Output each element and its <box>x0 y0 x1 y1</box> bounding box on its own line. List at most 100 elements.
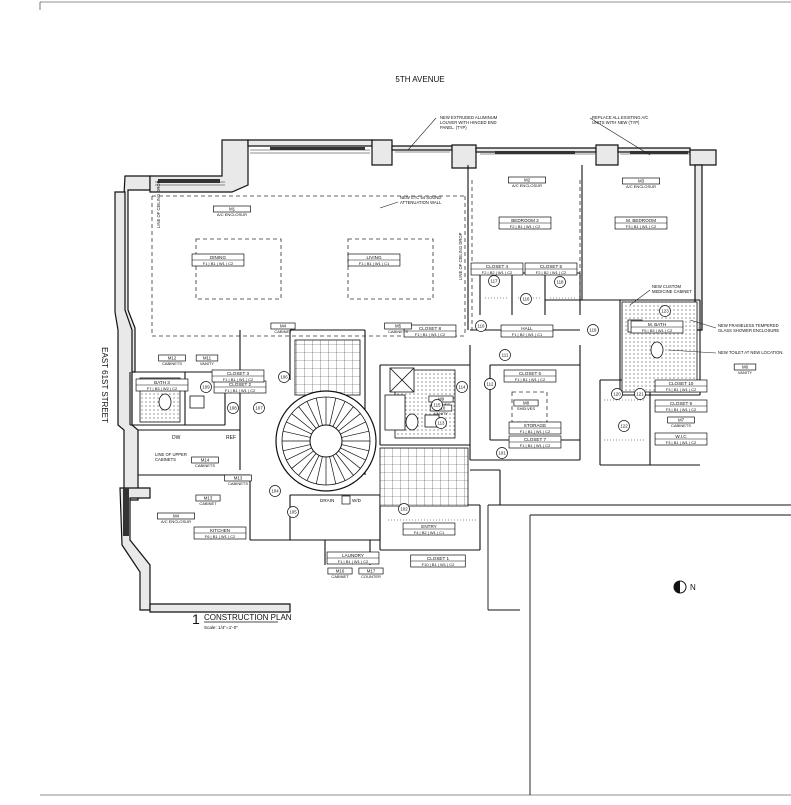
room-tag-wic: W.I.CF3 | B1 | W1 | C2 <box>654 432 708 446</box>
millwork-id-m14: M14 <box>201 458 210 463</box>
note-louver-2: LOUVER WITH HINGED END <box>440 120 497 125</box>
room-finish-mbedroom: F3 | B1 | W1 | C2 <box>626 224 657 229</box>
svg-text:118: 118 <box>557 280 565 285</box>
door-tag-119: 119 <box>587 324 599 336</box>
room-finish-closet8: F1 | B1 | W1 | C2 <box>415 332 446 337</box>
room-finish-storage: F1 | B1 | W1 | C2 <box>520 429 551 434</box>
room-name-mbath: M. BATH <box>648 322 666 327</box>
millwork-desc-m4top: CABINET <box>274 329 292 334</box>
room-finish-closet5: F2 | B2 | W1 | C2 <box>536 270 567 275</box>
millwork-desc-m3: A/C ENCLOSUR <box>626 184 656 189</box>
room-finish-hall: F1 | B2 | W1 | C1 <box>512 332 543 337</box>
millwork-desc-m13b: CABINET <box>199 501 217 506</box>
room-name-closet2: CLOSET 2 <box>229 382 252 387</box>
room-name-hall: HALL <box>521 326 533 331</box>
svg-text:121: 121 <box>636 392 644 397</box>
svg-text:110: 110 <box>478 324 486 329</box>
room-finish-closet6: F1 | B1 | W1 | C2 <box>515 377 546 382</box>
door-tag-121: 121 <box>634 388 646 400</box>
room-finish-mbath: F5 | B3 | W1 | C2 <box>642 328 673 333</box>
millwork-id-m5: M5 <box>395 324 402 329</box>
millwork-desc-m10: VANITY <box>434 411 448 416</box>
room-name-closet5: CLOSET 5 <box>540 264 563 269</box>
room-finish-bedroom2: F2 | B1 | W1 | C2 <box>510 224 541 229</box>
room-finish-living: F1 | B1 | W1 | C1 <box>359 261 390 266</box>
north-label: N <box>690 583 696 592</box>
note-ceiling-drop-left: LINE OF CEILING DROP <box>156 180 161 228</box>
svg-text:116: 116 <box>523 297 531 302</box>
room-finish-closet1: F10 | B1 | W1 | C2 <box>422 562 455 567</box>
room-tag-closet5: CLOSET 5F2 | B2 | W1 | C2 <box>524 262 578 276</box>
appliance-drain: DRAIN <box>320 498 334 503</box>
title-number: 1 <box>192 611 200 627</box>
svg-text:111: 111 <box>502 353 509 358</box>
millwork-id-m3: M3 <box>638 179 645 184</box>
svg-text:104: 104 <box>271 489 279 494</box>
room-name-closet9: CLOSET 9 <box>670 401 693 406</box>
svg-text:107: 107 <box>255 406 263 411</box>
door-tag-107: 107 <box>253 402 265 414</box>
note-louver-1: NEW EXTRUDED ALUMINUM <box>440 115 498 120</box>
door-tag-117: 117 <box>488 275 500 287</box>
millwork-id-m2: M2 <box>524 178 531 183</box>
plan-title-block: 1 CONSTRUCTION PLAN Scale: 1/4"=1'-0" <box>192 611 292 630</box>
door-tag-123: 123 <box>659 305 671 317</box>
room-name-closet3: CLOSET 3 <box>227 371 250 376</box>
millwork-id-m7: M7 <box>678 418 685 423</box>
door-tag-114: 114 <box>456 381 468 393</box>
millwork-desc-m5: CABINETS <box>388 329 408 334</box>
millwork-id-m1: M1 <box>229 207 236 212</box>
room-name-dining: DINING <box>210 255 227 260</box>
room-name-closet6: CLOSET 6 <box>519 371 542 376</box>
door-tag-111: 111 <box>499 349 511 361</box>
room-finish-closet7: F1 | B1 | W1 | C2 <box>520 443 551 448</box>
room-name-bedroom2: BEDROOM 2 <box>511 218 539 223</box>
millwork-id-m4top: M4 <box>280 324 287 329</box>
room-finish-dining: F1 | B1 | W1 | C2 <box>203 261 234 266</box>
svg-text:106: 106 <box>280 375 288 380</box>
room-tag-closet6: CLOSET 6F1 | B1 | W1 | C2 <box>503 369 557 383</box>
millwork-id-m16: M16 <box>336 569 345 574</box>
note-sound-wall-1: NEW STC 54 SOUND <box>400 195 441 200</box>
door-tag-104: 104 <box>269 485 281 497</box>
note-toilet: NEW TOILET AT NEW LOCATION. <box>718 350 784 355</box>
room-tag-bedroom2: BEDROOM 2F2 | B1 | W1 | C2 <box>498 216 552 230</box>
millwork-tag-m4ac: M4A/C ENCLOSUR <box>157 512 195 524</box>
millwork-desc-m2: A/C ENCLOSUR <box>512 183 542 188</box>
note-ceiling-drop-right: LINE OF CEILING DROP <box>458 232 463 280</box>
millwork-desc-m11: VANITY <box>200 361 214 366</box>
millwork-desc-m7: CABINETS <box>671 423 691 428</box>
appliance-ref: REF <box>226 435 236 441</box>
door-tag-110: 110 <box>475 320 487 332</box>
millwork-desc-m6: VANITY <box>738 370 752 375</box>
svg-text:114: 114 <box>459 385 467 390</box>
annotation-notes: NEW EXTRUDED ALUMINUM LOUVER WITH HINGED… <box>155 115 784 462</box>
note-louver-3: PANEL. (TYP) <box>440 125 467 130</box>
millwork-id-m4ac: M4 <box>173 514 180 519</box>
millwork-id-m8: M8 <box>523 401 530 406</box>
door-tag-116: 116 <box>520 293 532 305</box>
note-medicine-1: NEW CUSTOM <box>652 284 682 289</box>
room-tag-closet8: CLOSET 8F1 | B1 | W1 | C2 <box>403 324 457 338</box>
svg-text:117: 117 <box>491 279 499 284</box>
millwork-id-m13b: M13 <box>204 496 213 501</box>
millwork-desc-m4ac: A/C ENCLOSUR <box>161 519 191 524</box>
room-finish-entry: F4 | B2 | W1 | C1 <box>414 530 445 535</box>
svg-text:108: 108 <box>229 406 237 411</box>
room-tag-bath3: BATH 3F7 | B3 | W2 | C2 <box>135 378 189 392</box>
room-name-closet10: CLOSET 10 <box>669 381 694 386</box>
